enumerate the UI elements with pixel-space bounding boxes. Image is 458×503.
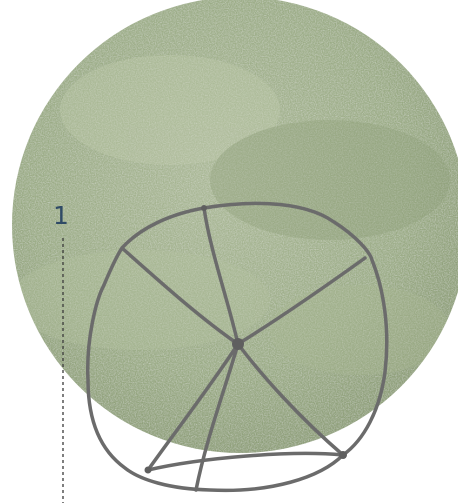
sketch-hub <box>232 338 244 350</box>
sketch-inner-arc <box>148 453 343 470</box>
green-circle-icon <box>10 0 458 453</box>
step-number-label: 1 <box>53 201 69 231</box>
